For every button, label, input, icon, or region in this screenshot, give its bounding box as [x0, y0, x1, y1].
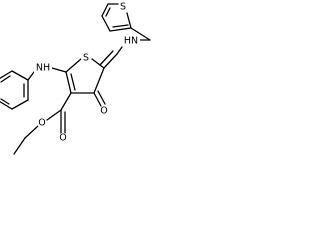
bond-ph-inner-c [0, 75, 11, 83]
atom-nh-aniline-label: NH [36, 63, 50, 74]
bond-c3-c2-inner [70, 73, 76, 91]
bond-thio-c4-c3 [101, 15, 111, 32]
bond-c4-o-keto-a [93, 92, 102, 107]
bond-thio-c5-c4 [101, 3, 109, 17]
atom-s-thiophene: S [118, 2, 128, 13]
bond-ethyl-ch3-ch2 [13, 137, 26, 155]
bond-ch2-thiophene [130, 27, 151, 41]
bond-nh-phenyl [27, 71, 35, 81]
bond-s-c5 [91, 58, 105, 69]
bond-c2-s [65, 58, 82, 73]
bond-c3-ester-c [60, 92, 72, 111]
bond-o-carbonyl-c [46, 109, 62, 121]
bond-c4-o-keto-b [97, 90, 106, 105]
bond-thio-c3-c2-inner [112, 24, 129, 28]
atom-nh-amino: HN [123, 36, 140, 47]
atom-s-core-label: S [83, 53, 89, 64]
bond-ph-5-6 [0, 70, 13, 79]
bond-thio-c2-s [126, 12, 132, 29]
atom-o-keto: O [99, 106, 109, 117]
bond-ph-2-3 [11, 99, 29, 110]
atom-o-ester-label: O [38, 118, 45, 129]
atom-s-core: S [81, 53, 91, 64]
bond-ph-inner-b [0, 98, 10, 105]
bond-ph-3-4 [0, 101, 13, 110]
atom-o-carbonyl: O [58, 133, 68, 144]
atom-o-ester: O [37, 118, 47, 129]
bond-ch-nh [116, 46, 123, 55]
atom-o-carbonyl-label: O [59, 133, 66, 144]
bond-c5-ch-b [99, 50, 114, 66]
bond-c5-c4 [93, 67, 105, 94]
bond-c3-c2 [65, 71, 72, 94]
atom-s-thiophene-label: S [120, 2, 126, 13]
bond-thio-c3-c2 [109, 27, 132, 32]
atom-nh-amino-label: HN [124, 36, 138, 47]
bond-ph-6-1 [11, 70, 29, 81]
atom-o-keto-label: O [100, 106, 107, 117]
bond-c2-nh [51, 67, 67, 73]
bond-thio-c5-c4-inner [105, 7, 111, 17]
atom-nh-aniline: NH [34, 63, 52, 74]
bond-c5-ch-a [103, 53, 118, 69]
molecule-structure: S S HN NH O O O [0, 2, 151, 155]
bond-ethyl-ch2-o [24, 125, 39, 139]
